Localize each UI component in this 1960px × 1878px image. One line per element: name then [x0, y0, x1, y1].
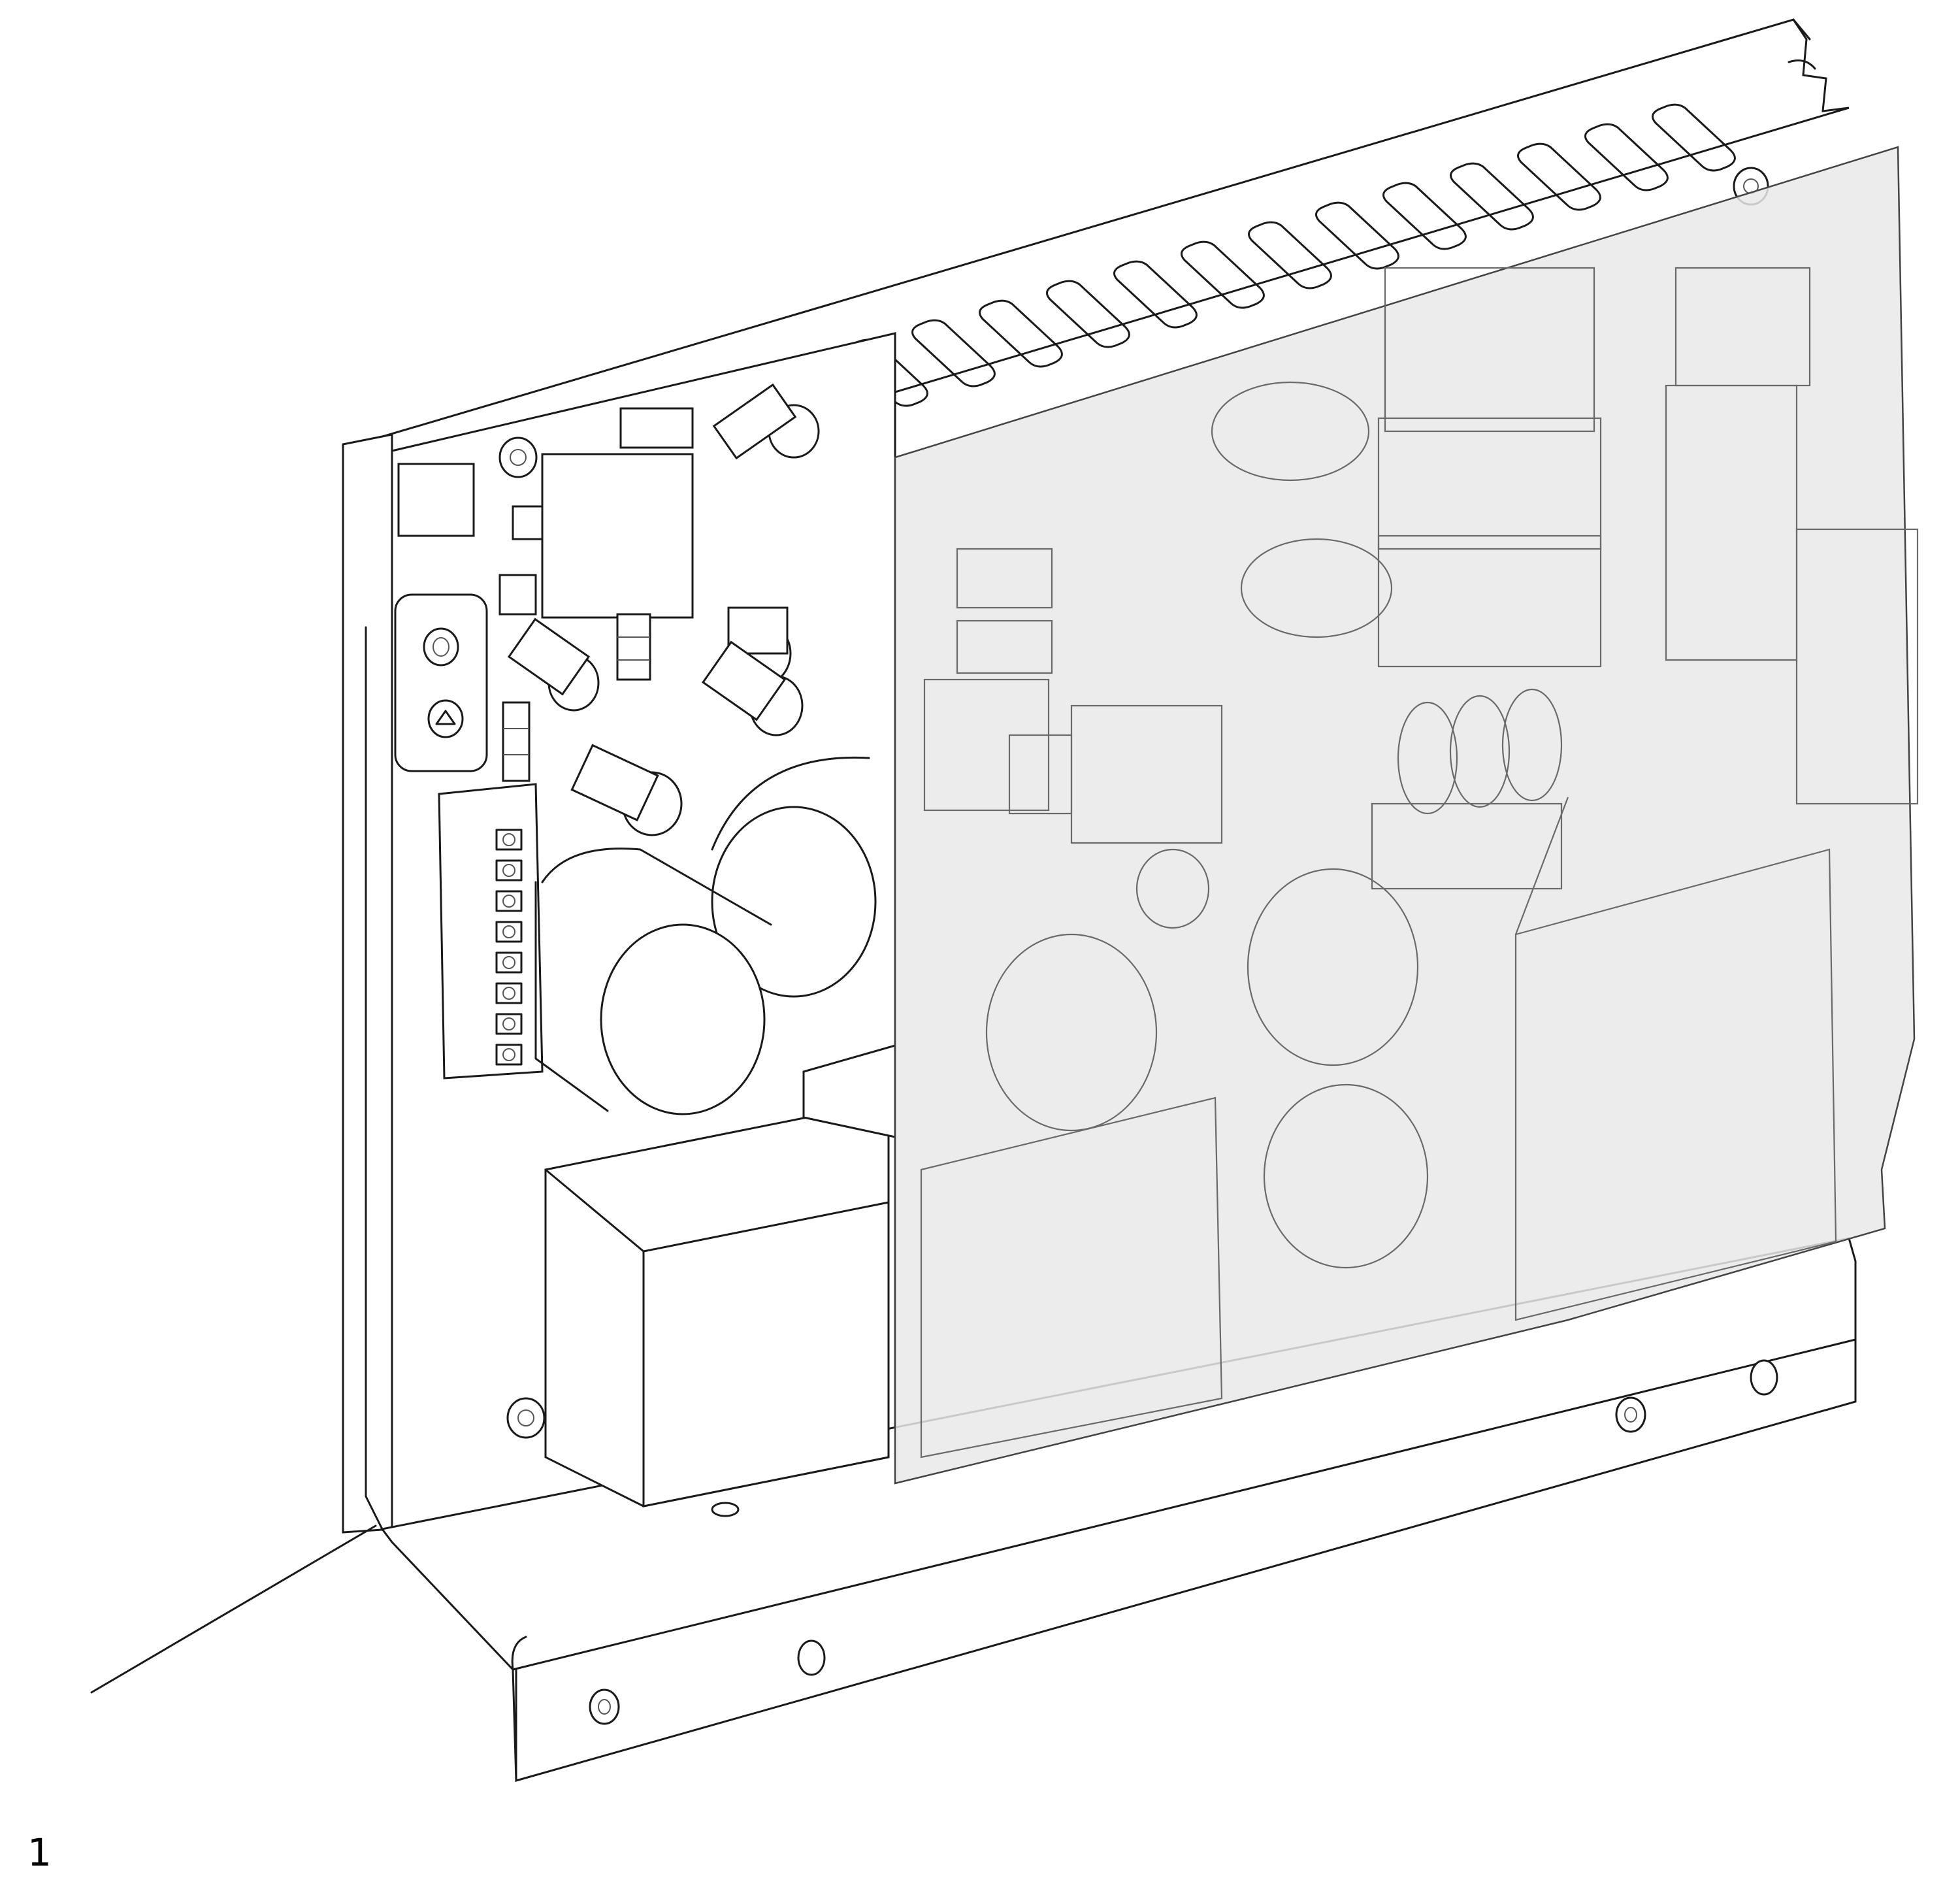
terminal-screw-head — [502, 833, 515, 846]
transformer-bottom-left — [544, 1044, 896, 1507]
terminal-screw — [495, 951, 523, 974]
header-pins — [502, 701, 531, 782]
terminal-screw-head — [502, 956, 515, 969]
terminal-screw-head — [502, 987, 515, 1000]
callout-1: 1 — [27, 1524, 377, 1875]
ventilation-slot — [911, 319, 996, 387]
transparent-cover — [894, 146, 1916, 1485]
bracket-screw-hole — [1615, 1396, 1646, 1433]
ventilation-slot — [1315, 201, 1399, 270]
pcb-components-left — [397, 383, 877, 1115]
bottom-mounting-bracket — [380, 1237, 1857, 1782]
plate-slot — [711, 1502, 740, 1517]
ventilation-slot — [1382, 182, 1467, 250]
ventilation-slot — [979, 299, 1063, 368]
terminal-screw — [495, 921, 523, 943]
covered-components — [920, 267, 1919, 1458]
bracket-screw-hole — [589, 1689, 620, 1725]
terminal-screw-head — [502, 1017, 515, 1030]
ventilation-slot — [1046, 280, 1130, 348]
terminal-screw-head — [502, 1048, 515, 1061]
terminal-screw-head — [502, 925, 515, 938]
terminal-screw — [495, 859, 523, 881]
transformer-small — [541, 453, 694, 619]
callout-leader-line — [90, 1524, 377, 1694]
left-mounting-tab — [394, 593, 488, 772]
terminal-screw — [495, 829, 523, 851]
ventilation-slot — [1113, 260, 1198, 329]
relay-small — [397, 463, 475, 537]
terminal-screw-head — [502, 864, 515, 877]
pcb-screw — [498, 437, 538, 478]
terminal-screw — [495, 982, 523, 1004]
terminal-screw — [495, 890, 523, 912]
terminal-block-connector — [438, 783, 544, 1079]
bracket-mounting-hole — [797, 1639, 826, 1676]
capacitor-large — [711, 806, 877, 998]
ventilation-slot — [1248, 221, 1332, 289]
ventilation-slot — [1517, 142, 1601, 211]
ventilation-slot — [1450, 162, 1534, 231]
ventilation-slot — [1181, 240, 1265, 309]
capacitor-large — [985, 933, 1158, 1132]
terminal-screw — [495, 1044, 523, 1066]
bracket-mounting-hole — [1750, 1359, 1778, 1396]
choke-coil — [1384, 267, 1595, 433]
terminal-screw-head — [502, 895, 515, 908]
callout-label: 1 — [27, 1830, 52, 1875]
mains-inlet — [1795, 528, 1919, 805]
pcb-screw — [506, 1397, 546, 1439]
capacitor-large — [1247, 868, 1419, 1066]
ventilation-slot — [1652, 103, 1736, 172]
ventilation-slot — [1584, 123, 1669, 191]
terminal-screw — [495, 1013, 523, 1035]
capacitor-large — [600, 923, 766, 1115]
